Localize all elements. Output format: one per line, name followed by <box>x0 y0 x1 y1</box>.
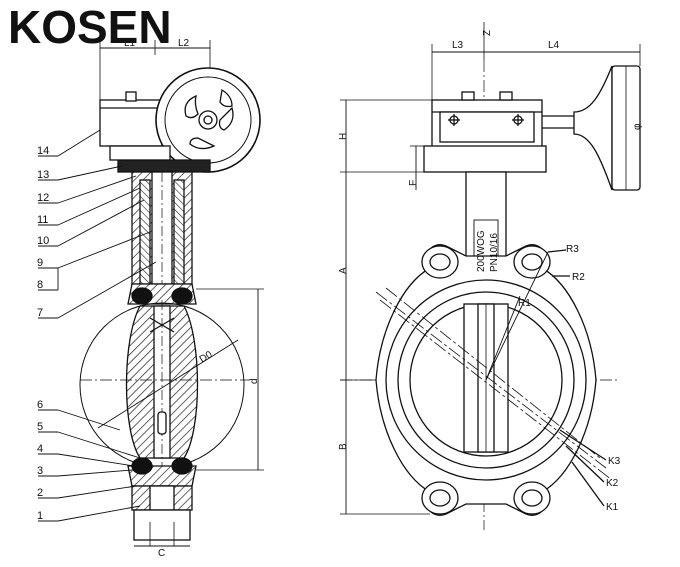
part-label: 1 <box>37 510 43 522</box>
part-label: 10 <box>37 235 49 247</box>
dim-l4: L4 <box>548 40 560 51</box>
part-label: 6 <box>37 399 43 411</box>
dim-l1: L1 <box>124 38 136 49</box>
part-label: 5 <box>37 421 43 433</box>
dim-phi: φ <box>632 123 643 130</box>
front-dimension-labels: L3 L4 Z H F A B φ R3 R2 R1 K3 K2 K1 <box>338 30 643 513</box>
part-label: 7 <box>37 307 43 319</box>
radius-r3: R3 <box>566 244 579 255</box>
dim-d0: D0 <box>198 349 215 365</box>
radius-r1: R1 <box>518 298 531 309</box>
radius-r2: R2 <box>572 272 585 283</box>
part-label: 3 <box>37 465 43 477</box>
part-label: 12 <box>37 192 49 204</box>
part-labels: 14 13 12 11 10 9 8 7 6 5 4 3 2 1 <box>37 145 49 522</box>
dim-h: H <box>338 133 349 140</box>
dim-a: A <box>338 267 349 274</box>
dim-l3: L3 <box>452 40 464 51</box>
brand-logo: KOSEN <box>8 1 172 53</box>
dim-l2: L2 <box>178 38 190 49</box>
dim-d: d <box>249 378 260 384</box>
section-view <box>38 40 264 547</box>
bolt-circle-k1: K1 <box>606 502 619 513</box>
dim-c: C <box>158 548 165 559</box>
bolt-circle-k3: K3 <box>608 456 621 467</box>
part-label: 14 <box>37 145 49 157</box>
part-label: 11 <box>37 214 48 226</box>
dim-b: B <box>338 443 349 450</box>
part-label: 4 <box>37 443 43 455</box>
part-label: 9 <box>37 257 43 269</box>
part-label: 8 <box>37 279 43 291</box>
marking-rating: 200WOG <box>476 230 487 272</box>
body-marking: 200WOG PN10/16 <box>476 230 500 272</box>
part-label: 2 <box>37 487 43 499</box>
part-label: 13 <box>37 169 49 181</box>
dim-f: F <box>408 180 419 186</box>
marking-pressure: PN10/16 <box>489 233 500 272</box>
bolt-circle-k2: K2 <box>606 478 619 489</box>
front-view <box>340 22 641 530</box>
dim-z: Z <box>482 30 493 36</box>
